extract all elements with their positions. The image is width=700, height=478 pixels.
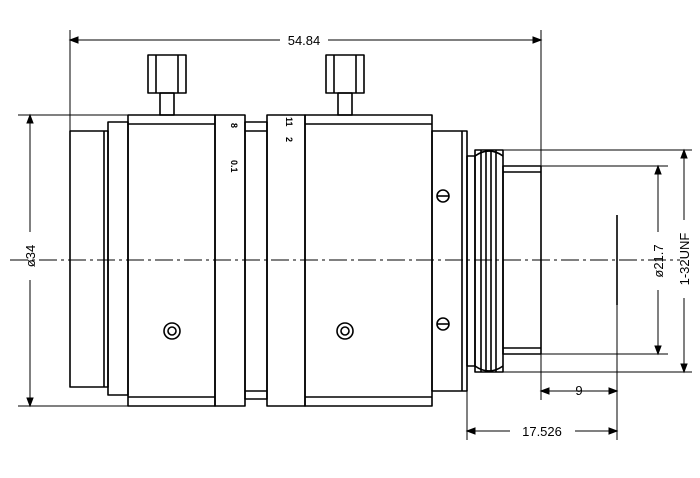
lock-screw-left — [147, 54, 187, 116]
front-barrel — [69, 121, 129, 396]
rear-barrel — [431, 130, 476, 392]
screw-hole-focus — [163, 322, 181, 340]
flange-distance-label: 17.526 — [522, 424, 562, 439]
ring-mark-b: 8 — [229, 123, 239, 128]
screw-hole-rear-bottom — [436, 317, 450, 331]
ring-mark-a: 0.1 — [229, 160, 239, 173]
outer-diameter-dimension — [18, 113, 128, 408]
ring-markings: 0.1 8 2 11 — [229, 117, 294, 173]
c-mount-thread — [474, 149, 504, 373]
ring-mark-c: 2 — [284, 137, 294, 142]
thread-label: 1-32UNF — [677, 233, 692, 286]
mount-diameter-label: ø21.7 — [651, 244, 666, 277]
mount-diameter-dimension — [541, 164, 668, 356]
thread-dimension — [503, 148, 692, 374]
thread-length-label: 9 — [575, 383, 582, 398]
outer-diameter-label: ø34 — [23, 245, 38, 267]
flange-distance-dimension — [465, 391, 619, 440]
overall-length-dimension — [68, 30, 543, 166]
overall-length-label: 54.84 — [288, 33, 321, 48]
screw-hole-rear-top — [436, 189, 450, 203]
ring-mark-d: 11 — [284, 117, 294, 127]
lock-screw-right — [325, 54, 365, 116]
screw-hole-iris — [336, 322, 354, 340]
thread-length-dimension — [539, 305, 619, 400]
